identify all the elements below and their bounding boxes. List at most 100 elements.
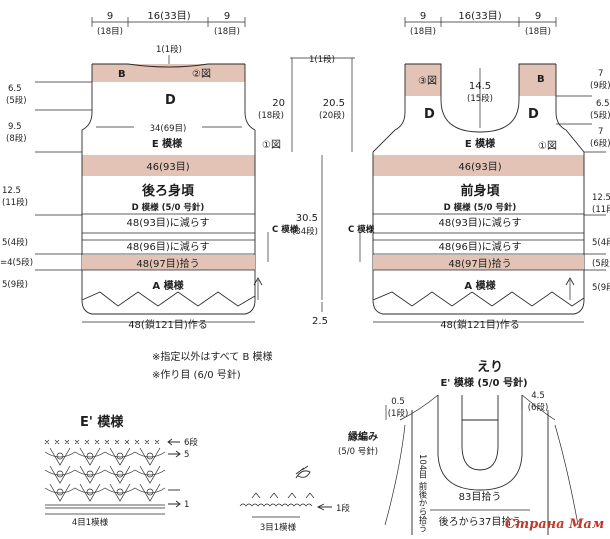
back-top-w1: 9 (107, 11, 113, 22)
eprime-repeat: 4目1模様 (72, 517, 109, 528)
collar-diagram: えり E' 模様 (5/0 号針) 縁編み (5/0 号針) 0.5 (1段) … (338, 360, 579, 535)
back-dec1: 48(93目)に減らす (126, 216, 209, 229)
center-h18: (18段) (258, 110, 284, 121)
back-dim-45: =4(5段) (0, 257, 33, 268)
center-one-row: 1(1段) (309, 54, 335, 65)
front-label-e: E 模様 (465, 137, 496, 150)
collar-left-rows: (1段) (388, 408, 409, 419)
center-dims: 1(1段) 20 (18段) 20.5 (20段) 30.5 (34段) 2.5… (258, 54, 375, 327)
collar-title: えり (477, 360, 503, 375)
front-label-a: A 模様 (464, 279, 496, 292)
back-width-34: 34(69目) (150, 124, 187, 134)
center-h20: 20 (272, 98, 285, 109)
front-top-w3: 9 (535, 11, 541, 22)
front-band-46-label: 46(93目) (458, 162, 501, 173)
back-dim-8r: (8段) (6, 133, 27, 144)
front-label-d-left: D (424, 107, 435, 122)
front-label-d-right: D (528, 107, 539, 122)
back-title: 後ろ身頃 (142, 183, 195, 199)
eprime-row5: 5 (184, 450, 189, 460)
back-dim-54: 5(4段) (2, 237, 28, 248)
back-top-w3: 9 (224, 11, 230, 22)
front-dim-65: 6.5 (596, 99, 610, 109)
back-dim-65: 6.5 (8, 84, 22, 94)
back-dim-11r: (11段) (2, 197, 28, 208)
front-dec2: 48(96目)に減らす (438, 240, 521, 253)
front-neck-h: 14.5 (469, 81, 491, 92)
front-band-46 (373, 155, 584, 176)
note-2: ※作り目 (6/0 号針) (152, 368, 241, 381)
front-zigzag (372, 291, 585, 307)
back-top-w1-st: (18目) (97, 27, 123, 37)
center-h34: (34段) (292, 226, 318, 237)
center-h305: 30.5 (296, 213, 318, 224)
back-fig1: ①図 (262, 139, 281, 151)
collar-left-dim: 0.5 (391, 397, 405, 407)
front-top-w1: 9 (420, 11, 426, 22)
center-h25: 2.5 (312, 316, 328, 327)
front-dim-7b: 7 (598, 127, 603, 137)
back-dim-59: 5(9段) (2, 279, 28, 290)
collar-right-dim: 4.5 (531, 391, 545, 401)
back-dim-125: 12.5 (2, 186, 21, 196)
front-dim-54: 5(4段 (592, 237, 610, 248)
back-pick: 48(97目)拾う (136, 257, 199, 270)
back-chain: 48(鎖121目)作る (128, 318, 208, 331)
front-dim-5r: (5段) (590, 110, 610, 121)
motif-row: 1段 (336, 503, 350, 514)
front-dim-9r: (9段) (590, 80, 610, 91)
center-h205: 20.5 (323, 98, 345, 109)
collar-front-pick: 104目 前後から拾う (417, 454, 427, 532)
front-band-b: B (537, 74, 545, 85)
back-top-w3-st: (18目) (214, 27, 240, 37)
front-shoulder-right (519, 64, 556, 96)
front-fig3: ③図 (418, 75, 437, 87)
note-1: ※指定以外はすべて B 模様 (152, 350, 273, 363)
back-band-b-label: B (118, 69, 126, 80)
front-dim-5r2: (5段 (592, 258, 610, 269)
front-shoulder-left (405, 64, 441, 96)
back-dim-95: 9.5 (8, 122, 22, 132)
back-body: 9 (18目) 16(33目) 9 (18目) 1(1段) B ②図 D 34(… (0, 11, 299, 331)
back-top-w2: 16(33目) (147, 11, 190, 22)
front-pattern-d: D 模様 (5/0 号針) (444, 202, 517, 213)
front-chain: 48(鎖121目)作る (440, 318, 520, 331)
front-c-label: C 模様 (348, 224, 375, 235)
back-pattern-d: D 模様 (5/0 号針) (132, 202, 205, 213)
front-fig1: ①図 (538, 140, 557, 152)
front-dim-59: 5(9段 (592, 282, 610, 293)
back-band-46-label: 46(93目) (146, 162, 189, 173)
back-band-b (92, 64, 245, 82)
front-title: 前身頃 (460, 183, 500, 199)
front-dim-11r: (11段 (592, 204, 610, 215)
back-yoke-outline (81, 64, 256, 152)
watermark-text: Страна Мам (505, 517, 604, 532)
back-zigzag (81, 291, 256, 307)
front-pick: 48(97目)拾う (448, 257, 511, 270)
back-dim-5r: (5段) (6, 95, 27, 106)
front-top-w3-st: (18目) (525, 27, 551, 37)
back-fig2: ②図 (192, 68, 211, 80)
back-neck-label: 1(1段) (156, 44, 182, 55)
front-top-w2: 16(33目) (458, 11, 501, 22)
center-h20b: (20段) (319, 110, 345, 121)
front-neck-rows: (15段) (467, 93, 493, 104)
eprime-chart: E' 模様 6段 5 1 4目1模様 (44, 414, 198, 528)
motif-repeat: 3目1模様 (260, 522, 297, 533)
front-dim-6r: (6段) (590, 138, 610, 149)
back-band-pick (82, 255, 255, 270)
back-dec2: 48(96目)に減らす (126, 240, 209, 253)
front-band-pick (373, 255, 584, 270)
eprime-row6: 6段 (184, 437, 198, 448)
eprime-row1: 1 (184, 500, 189, 510)
collar-edge: 縁編み (348, 430, 378, 443)
motif-chart: 1段 3目1模様 (239, 465, 350, 533)
collar-pick83: 83目拾う (459, 490, 502, 503)
back-label-e: E 模様 (152, 137, 183, 150)
front-top-w1-st: (18目) (410, 27, 436, 37)
front-body: 9 (18目) 16(33目) 9 (18目) ③図 B 14.5 (15段) … (372, 11, 610, 331)
eprime-title: E' 模様 (80, 414, 124, 430)
collar-pattern: E' 模様 (5/0 号針) (440, 376, 527, 389)
front-dim-7: 7 (598, 69, 603, 79)
collar-edge-needle: (5/0 号針) (338, 446, 378, 457)
